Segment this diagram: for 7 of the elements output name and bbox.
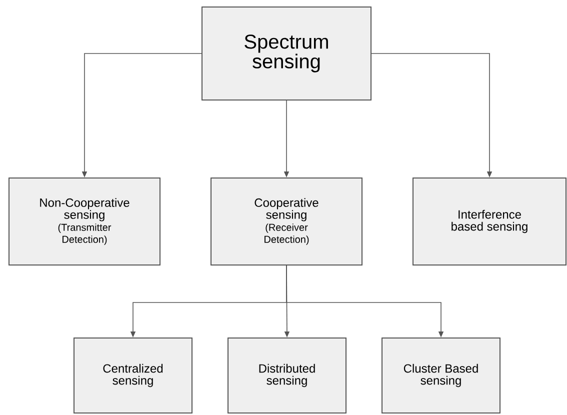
category-box: Cooperative sensing (Receiver Detection): [210, 178, 362, 266]
category-box: Distributed sensing: [228, 338, 346, 414]
category-box: Spectrum sensing: [202, 6, 372, 100]
category-box: Non-Cooperative sensing (Transmitter Detection): [8, 178, 160, 266]
category-box: Cluster Based sensing: [382, 338, 500, 414]
category-box: Interference based sensing: [412, 178, 566, 266]
category-box: Centralized sensing: [74, 338, 192, 414]
